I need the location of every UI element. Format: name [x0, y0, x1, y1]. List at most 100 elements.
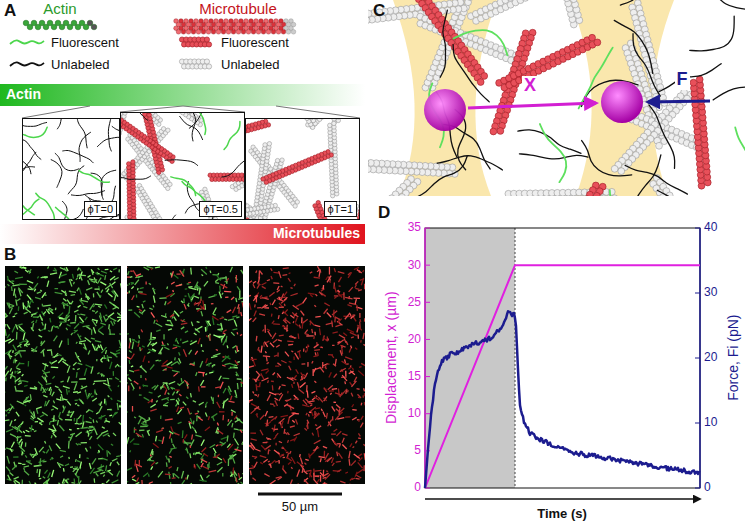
- micrograph: [85, 317, 87, 320]
- micrograph: [38, 382, 42, 386]
- micrograph: [156, 430, 163, 432]
- micrograph: [182, 341, 188, 343]
- micrograph: [51, 435, 53, 438]
- micrograph: [155, 266, 160, 268]
- micrograph: [98, 331, 104, 335]
- micrograph: [78, 363, 83, 365]
- micrograph: [138, 340, 140, 343]
- micrograph: [100, 282, 106, 285]
- micrograph: [213, 448, 216, 453]
- micrograph: [49, 446, 52, 452]
- micrograph: [80, 462, 81, 469]
- header-icons: [196, 30, 201, 35]
- micrograph: [26, 460, 30, 462]
- micrograph: [98, 286, 100, 291]
- micrograph: [187, 475, 188, 480]
- micrograph: [61, 358, 66, 361]
- micrograph: [219, 286, 221, 292]
- micrograph: [129, 360, 131, 364]
- micrograph: [119, 340, 121, 347]
- micrograph: [228, 419, 230, 422]
- micrograph: [227, 420, 231, 426]
- micrograph: [195, 430, 197, 434]
- micrograph: [75, 459, 77, 462]
- micrograph: [151, 462, 155, 466]
- micrograph: [26, 430, 30, 432]
- micrograph: [7, 302, 10, 307]
- micrograph: [173, 347, 178, 348]
- micrograph: [92, 398, 97, 401]
- micrograph: [86, 288, 92, 290]
- micrograph: [52, 392, 54, 396]
- micrograph: [29, 410, 31, 412]
- micrograph: [97, 468, 103, 471]
- micrograph: [108, 451, 111, 454]
- header-icons: [266, 30, 271, 35]
- micrograph: [147, 430, 149, 435]
- micrograph: [63, 399, 67, 400]
- micrograph: [132, 479, 136, 481]
- micrograph: [68, 319, 70, 321]
- micrograph: [23, 431, 24, 433]
- micrograph: [165, 474, 171, 476]
- micrograph: [55, 288, 59, 289]
- network-illustration: [108, 118, 111, 151]
- micrograph: [78, 305, 81, 307]
- micrograph: [163, 368, 167, 371]
- micrograph: [127, 267, 128, 268]
- micrograph: [14, 271, 18, 273]
- micrograph: [189, 288, 197, 290]
- micrograph: [67, 300, 70, 304]
- micrograph: [117, 462, 119, 465]
- micrograph: [97, 278, 101, 284]
- micrograph: [138, 418, 141, 425]
- micrograph: [144, 397, 150, 400]
- micrograph: [41, 385, 42, 391]
- micrograph: [201, 269, 207, 274]
- micrograph: [15, 313, 18, 314]
- micrograph: [206, 267, 207, 269]
- network-illustration: [267, 142, 271, 146]
- micrograph: [5, 350, 12, 354]
- micrograph: [61, 290, 66, 293]
- micrograph: [171, 362, 177, 366]
- micrograph: [67, 376, 69, 382]
- header-icons: [91, 24, 97, 30]
- micrograph: [195, 326, 202, 330]
- micrograph: [80, 427, 87, 429]
- micrograph: [76, 443, 78, 445]
- micrograph: [7, 276, 8, 281]
- micrograph: [66, 328, 68, 330]
- micrograph: [129, 338, 131, 342]
- network-illustration: [126, 173, 130, 177]
- micrograph: [39, 458, 41, 465]
- micrograph: [7, 284, 9, 286]
- micrograph: [130, 439, 134, 443]
- micrograph: [169, 381, 176, 384]
- micrograph: [116, 350, 120, 352]
- micrograph: [108, 471, 113, 475]
- micrograph: [48, 309, 53, 314]
- micrograph: [39, 335, 43, 337]
- micrograph: [33, 283, 38, 289]
- micrograph: [24, 471, 29, 476]
- micrograph: [134, 482, 139, 484]
- micrograph: [96, 359, 97, 361]
- micrograph: [148, 400, 152, 403]
- micrograph: [80, 400, 83, 404]
- micrograph: [197, 464, 201, 469]
- micrograph: [205, 412, 207, 416]
- micrograph: [23, 468, 25, 471]
- micrograph: [76, 372, 78, 378]
- micrograph: [36, 320, 37, 323]
- micrograph: [39, 329, 41, 331]
- micrograph: [238, 298, 243, 299]
- micrograph: [88, 427, 95, 428]
- micrograph: [78, 268, 79, 271]
- micrograph: [74, 466, 77, 468]
- micrograph: [173, 444, 175, 448]
- micrograph: [31, 412, 35, 417]
- micrograph: [92, 271, 93, 275]
- micrograph: [233, 329, 238, 330]
- micrograph: [79, 343, 82, 345]
